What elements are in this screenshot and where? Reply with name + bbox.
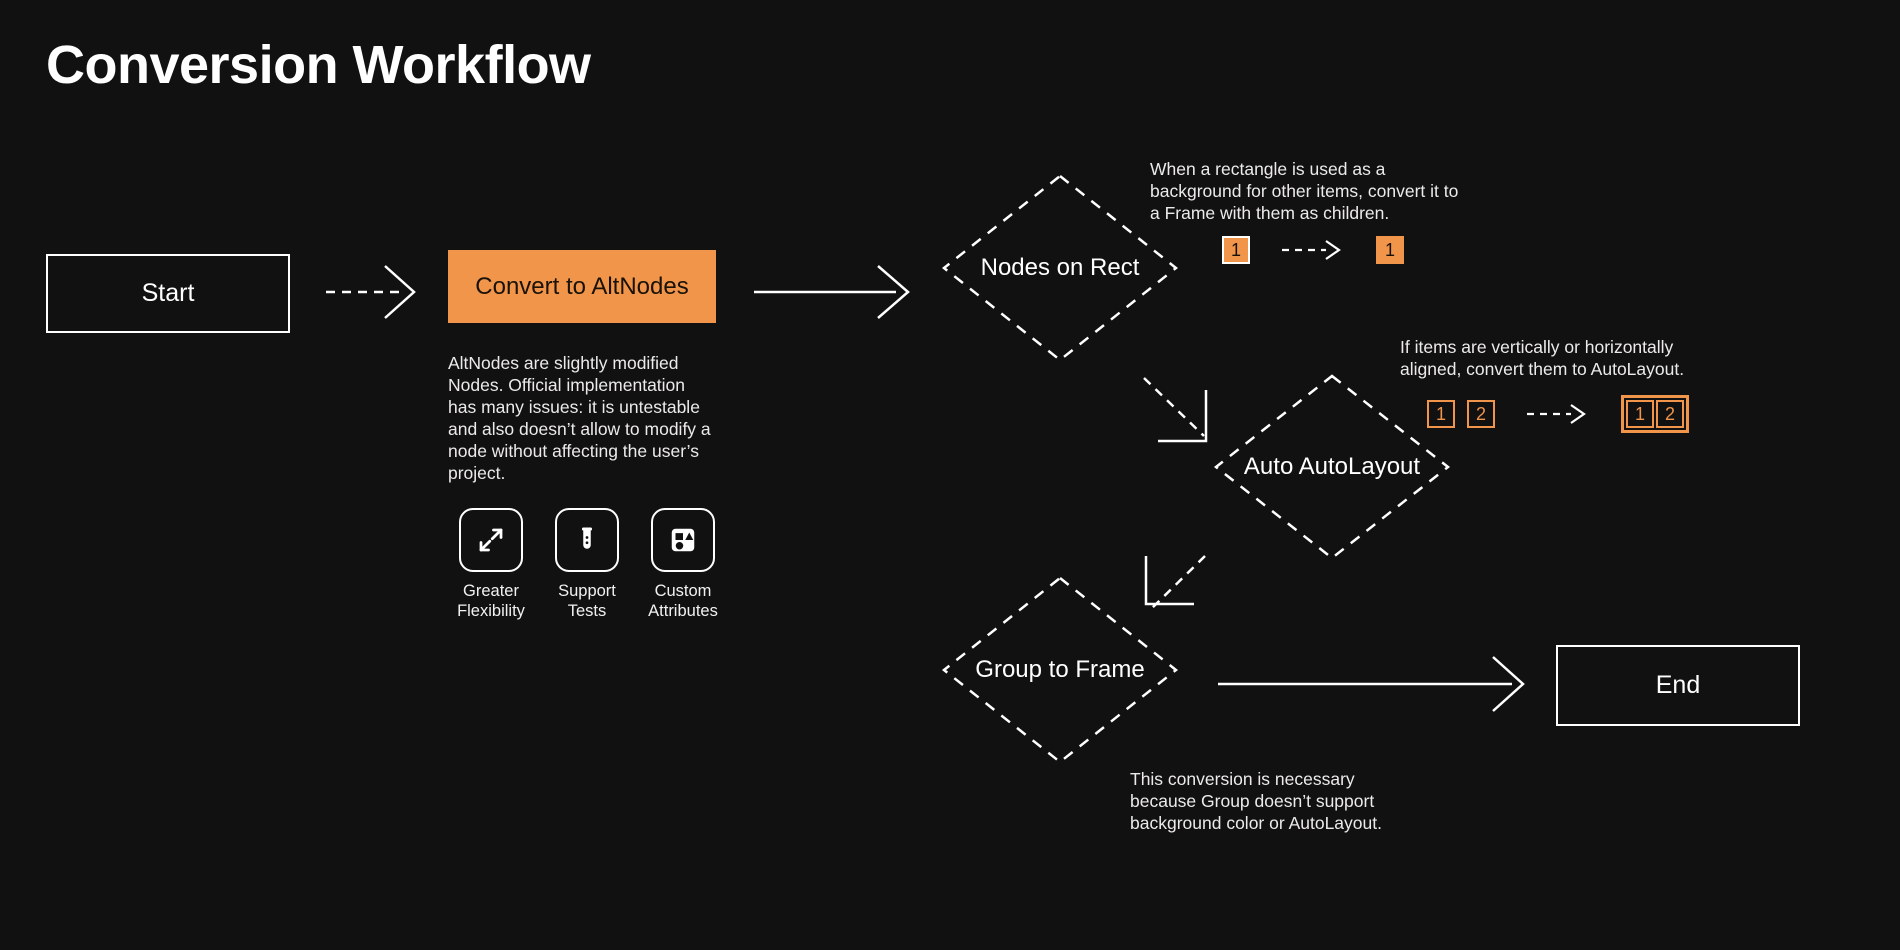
convert-description: AltNodes are slightly modified Nodes. Of… xyxy=(448,353,711,483)
expand-arrows-icon xyxy=(479,528,503,552)
annotation-group-to-frame: This conversion is necessary because Gro… xyxy=(1130,769,1382,833)
badge-transform-arrow-icon xyxy=(1282,240,1341,260)
badge-before-2: 2 xyxy=(1467,400,1495,428)
page-title: Conversion Workflow xyxy=(46,35,591,95)
feature-support-tests: Support Tests xyxy=(548,508,626,621)
badge-diagram-nodes-on-rect: 1 1 xyxy=(1222,236,1404,264)
feature-greater-flexibility: Greater Flexibility xyxy=(452,508,530,621)
badge-after-group: 1 2 xyxy=(1621,395,1689,433)
badge-before-1: 1 xyxy=(1222,236,1250,264)
test-tube-icon xyxy=(582,527,592,549)
feature-label: Support Tests xyxy=(558,582,616,620)
node-auto-autolayout-label: Auto AutoLayout xyxy=(1243,453,1421,480)
node-end[interactable]: End xyxy=(1556,645,1800,726)
badge-diagram-auto-autolayout: 1 2 1 2 xyxy=(1427,395,1689,433)
edge-grouptoframe-to-end xyxy=(1218,656,1525,712)
badge-before-1: 1 xyxy=(1427,400,1455,428)
node-end-label: End xyxy=(1655,671,1701,699)
node-auto-autolayout[interactable]: Auto AutoLayout xyxy=(1216,376,1448,558)
node-start-label: Start xyxy=(141,279,195,307)
badge-after-1: 1 xyxy=(1376,236,1404,264)
node-convert-label: Convert to AltNodes xyxy=(475,272,689,300)
node-nodes-on-rect[interactable]: Nodes on Rect xyxy=(944,176,1176,360)
node-group-to-frame[interactable]: Group to Frame xyxy=(944,578,1176,762)
feature-tile xyxy=(459,508,523,572)
annotation-nodes-on-rect: When a rectangle is used as a background… xyxy=(1150,159,1459,223)
feature-tile xyxy=(651,508,715,572)
annotation-auto-autolayout: If items are vertically or horizontally … xyxy=(1400,337,1685,379)
badge-after-1: 1 xyxy=(1626,400,1654,428)
feature-custom-attributes: Custom Attributes xyxy=(644,508,722,621)
badge-transform-arrow-icon xyxy=(1527,404,1586,424)
feature-list: Greater Flexibility Support Tests xyxy=(452,508,736,621)
node-start[interactable]: Start xyxy=(46,254,290,333)
node-group-to-frame-label: Group to Frame xyxy=(975,656,1145,683)
feature-label: Custom Attributes xyxy=(648,582,718,620)
shapes-icon xyxy=(671,528,695,552)
badge-after-2: 2 xyxy=(1656,400,1684,428)
feature-label: Greater Flexibility xyxy=(457,582,525,620)
node-convert-to-altnodes[interactable]: Convert to AltNodes xyxy=(448,250,716,323)
edge-start-to-convert xyxy=(326,265,416,319)
node-nodes-on-rect-label: Nodes on Rect xyxy=(980,254,1140,281)
edge-nodesonrect-to-autolayout xyxy=(1143,377,1208,443)
feature-tile xyxy=(555,508,619,572)
edge-convert-to-nodesonrect xyxy=(754,265,910,319)
